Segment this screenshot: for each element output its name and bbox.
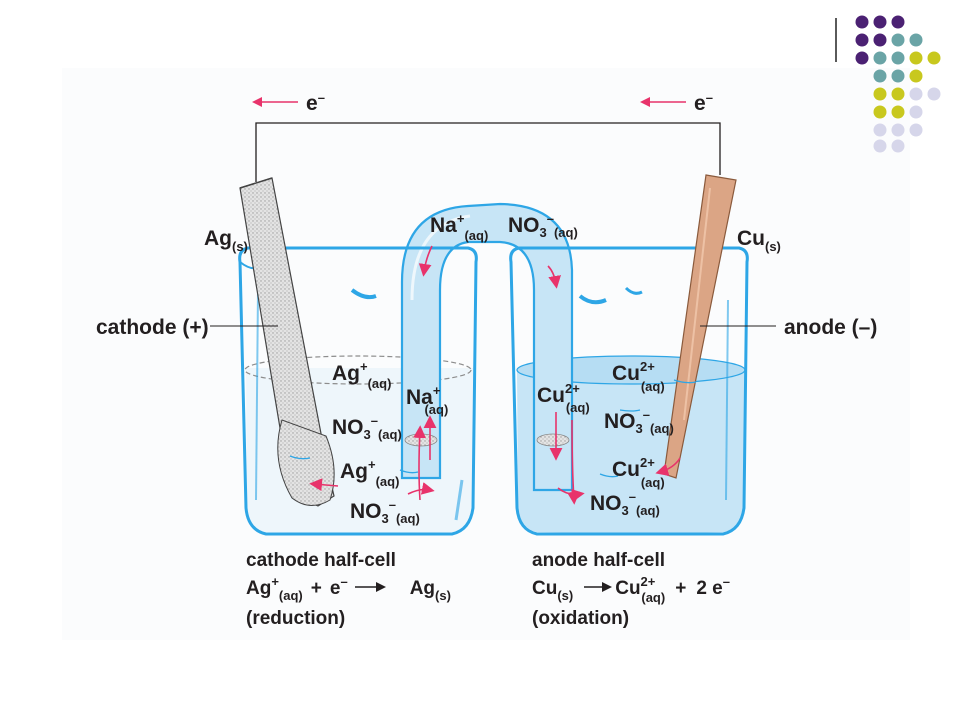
na-ion-tube: Na+(aq) <box>406 383 448 417</box>
anode-label: anode (–) <box>784 316 877 339</box>
dot-row-5 <box>873 87 941 101</box>
bridge-plug-right <box>536 433 570 447</box>
dot-row-6 <box>873 105 923 119</box>
flow-ticks <box>289 379 697 478</box>
ion-flow-arrows <box>309 245 681 505</box>
anode-reaction-arrow <box>584 582 612 592</box>
na-ion-bridge: Na+(aq) <box>430 211 488 243</box>
cathode-label: cathode (+) <box>96 316 209 339</box>
external-wire <box>255 122 721 182</box>
cathode-solution-surface <box>244 355 472 385</box>
cu-electrode-label: Cu(s) <box>737 227 781 254</box>
dot-row-8 <box>873 139 905 153</box>
electron-label-right: e– <box>694 90 713 115</box>
electron-arrow-right <box>640 97 686 107</box>
anode-beaker <box>509 246 749 536</box>
dot-row-4 <box>873 69 923 83</box>
no3-ion-left: NO3–(aq) <box>332 413 402 442</box>
cu-ion-tube: Cu2+(aq) <box>537 381 590 415</box>
anode-reaction-type: (oxidation) <box>532 608 629 629</box>
ag-ion-top: Ag+(aq) <box>332 359 391 391</box>
electron-arrow-left <box>252 97 298 107</box>
bridge-plug-left <box>404 433 438 447</box>
salt-bridge-highlight <box>410 214 471 301</box>
ag-electrode-label: Ag(s) <box>204 227 248 254</box>
dot-row-7 <box>873 123 923 137</box>
diagram-background <box>62 68 910 640</box>
cathode-equation: Ag+(aq)+e–Ag(s) <box>246 574 451 603</box>
no3-ion-right: NO3–(aq) <box>604 407 674 436</box>
no3-ion-bridge: NO3–(aq) <box>508 211 578 240</box>
cathode-caption-title: cathode half-cell <box>246 550 396 571</box>
no3-ion-right-bottom: NO3–(aq) <box>590 489 660 518</box>
cathode-reaction-arrow <box>355 582 386 592</box>
cathode-beaker <box>238 246 478 536</box>
dot-row-3 <box>855 51 941 65</box>
electron-label-left: e– <box>306 90 325 115</box>
anode-caption-title: anode half-cell <box>532 550 665 571</box>
dot-row-1 <box>855 15 905 29</box>
cu-ion-top: Cu2+(aq) <box>612 359 665 394</box>
cathode-reaction-type: (reduction) <box>246 608 345 629</box>
dot-row-2 <box>855 33 923 47</box>
no3-ion-left-bottom: NO3–(aq) <box>350 497 420 526</box>
ag-ion-low: Ag+(aq) <box>340 457 399 489</box>
decorative-dot-grid <box>835 15 941 153</box>
anode-equation: Cu(s)Cu2+(aq)+2 e– <box>532 574 730 605</box>
cu-ion-low: Cu2+(aq) <box>612 455 665 490</box>
